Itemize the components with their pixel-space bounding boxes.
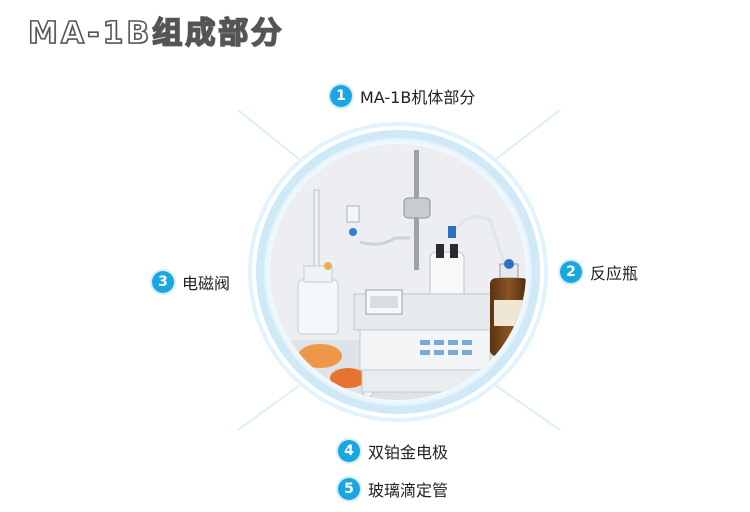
instrument-body: [353, 289, 495, 393]
page-title: MA-1B组成部分: [27, 15, 285, 52]
callout-label: 玻璃滴定管: [368, 481, 449, 500]
numbered-circle-icon: 5: [338, 478, 360, 500]
stand-rod: [403, 150, 431, 270]
numbered-circle-icon: 4: [338, 440, 360, 462]
callout-machine-body: 1 MA-1B机体部分: [330, 84, 475, 108]
callout-platinum-electrode: 4 双铂金电极: [338, 439, 448, 463]
numbered-circle-icon: 3: [152, 271, 174, 293]
glass-burette: [297, 189, 339, 335]
solenoid-valve: [346, 205, 410, 246]
callout-label: 双铂金电极: [368, 443, 449, 462]
guide-lines: [237, 109, 561, 431]
numbered-circle-icon: 2: [560, 261, 582, 283]
callout-label: 反应瓶: [590, 264, 639, 283]
numbered-circle-icon: 1: [330, 85, 352, 107]
callout-solenoid-valve: 3 电磁阀: [152, 270, 230, 294]
halo-ring: [248, 122, 548, 422]
callout-reaction-flask: 2 反应瓶: [560, 260, 638, 284]
callout-glass-burette: 5 玻璃滴定管: [338, 477, 448, 501]
callout-label: 电磁阀: [182, 274, 231, 293]
instrument-photo: [270, 144, 526, 400]
callout-label: MA-1B机体部分: [360, 88, 476, 107]
